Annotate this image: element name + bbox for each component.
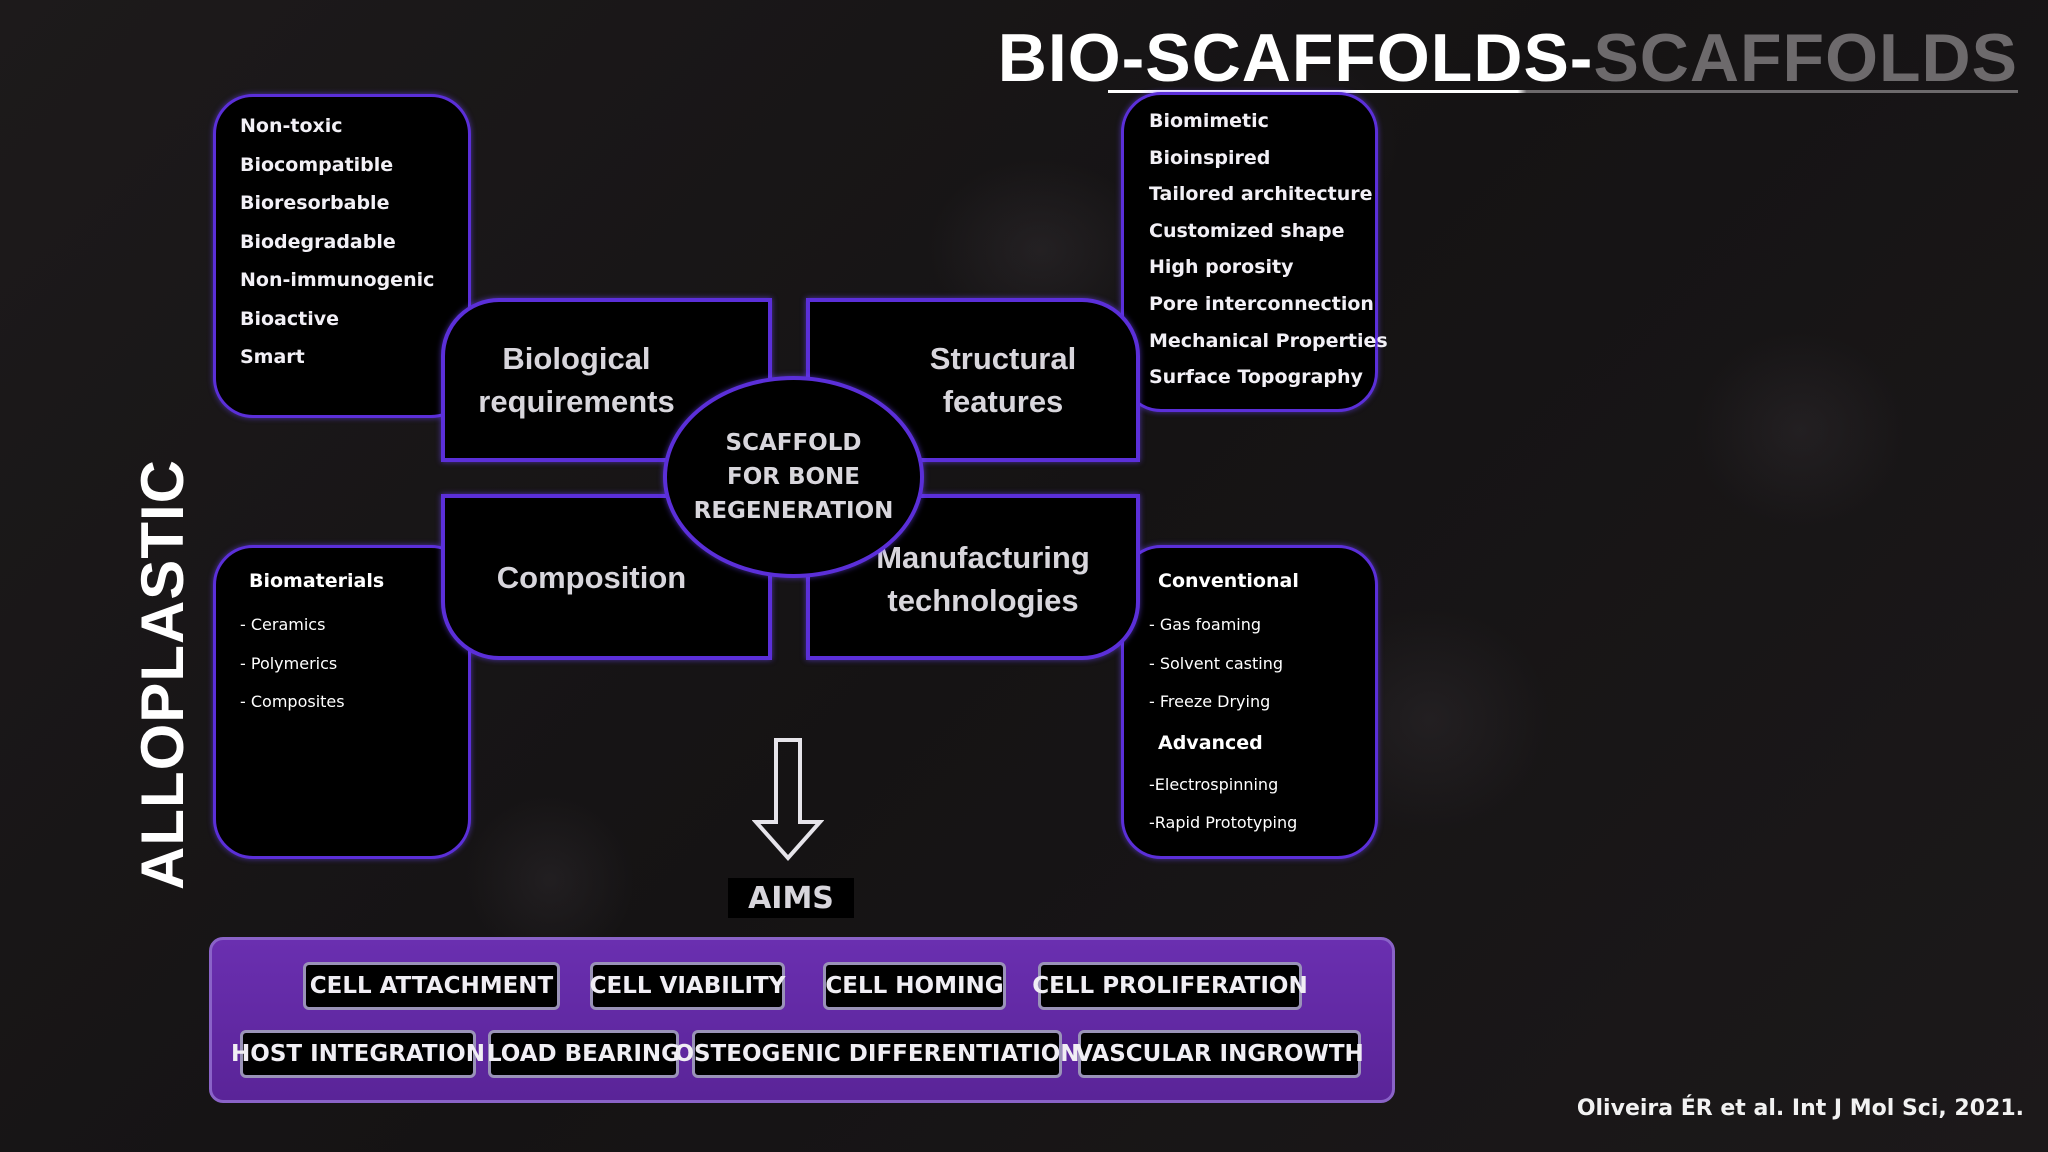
quadrant-label: Biological [502,341,651,376]
quadrant-label: requirements [478,384,675,419]
list-item: Bioresorbable [240,192,390,214]
list-item: - Polymerics [240,653,338,673]
list-item: Bioactive [240,307,339,330]
biological-list: Non-toxic Biocompatible Bioresorbable Bi… [240,107,434,377]
aim-osteogenic-differentiation: OSTEOGENIC DIFFERENTIATION [674,1030,1080,1078]
aim-cell-attachment: CELL ATTACHMENT [303,962,560,1010]
list-item: Smart [240,346,305,368]
structural-list: Biomimetic Bioinspired Tailored architec… [1149,103,1388,396]
list-item: -Electrospinning [1149,774,1279,794]
aims-label: AIMS [728,878,854,918]
aim-cell-proliferation: CELL PROLIFERATION [1032,962,1308,1010]
title-underline [1108,90,2018,93]
aim-load-bearing: LOAD BEARING [487,1030,680,1078]
list-item: Non-toxic [240,115,343,137]
manufacturing-list-box [1121,545,1378,859]
list-item: -Rapid Prototyping [1149,813,1298,832]
list-item: Biodegradable [240,230,396,253]
list-item: Surface Topography [1149,366,1363,389]
aim-vascular-ingrowth: VASCULAR INGROWTH [1075,1030,1364,1078]
composition-list: Biomaterials - Ceramics - Polymerics - C… [240,566,385,722]
list-item: Tailored architecture [1149,183,1373,206]
center-label: FOR BONE [726,464,861,490]
list-item: Pore interconnection [1149,292,1374,315]
structural-features-box: Structural features [806,298,1140,462]
composition-heading: Biomaterials [249,570,385,592]
side-label: ALLOPLASTIC [129,459,196,890]
structural-list-box [1121,92,1378,412]
list-item: Biocompatible [240,153,394,176]
quadrant-label: features [942,384,1064,419]
quadrant-label: Manufacturing [876,540,1090,575]
title-part-1: BIO-SCAFFOLDS- [997,20,1594,96]
title-part-2: SCAFFOLDS [1593,20,2018,96]
composition-list-box [213,545,471,859]
citation: Oliveira ÉR et al. Int J Mol Sci, 2021. [1576,1096,2024,1121]
aim-cell-homing: CELL HOMING [823,962,1006,1010]
aims-panel: CELL ATTACHMENT CELL VIABILITY CELL HOMI… [209,937,1395,1103]
aim-cell-viability: CELL VIABILITY [590,962,785,1010]
center-label: SCAFFOLD [725,430,862,456]
advanced-heading: Advanced [1158,731,1263,754]
list-item: High porosity [1149,256,1294,279]
center-ellipse: SCAFFOLD FOR BONE REGENERATION [663,376,924,578]
list-item: Non-immunogenic [240,269,435,291]
list-item: - Ceramics [240,615,326,634]
quadrant-label: technologies [887,583,1079,618]
list-item: Mechanical Properties [1149,329,1388,352]
center-label: REGENERATION [693,498,894,524]
manufacturing-list: Conventional - Gas foaming - Solvent cas… [1149,566,1299,843]
biological-requirements-box: Biological requirements [441,298,772,462]
list-item: - Solvent casting [1149,653,1284,673]
conventional-heading: Conventional [1158,570,1299,592]
list-item: - Gas foaming [1149,615,1262,634]
list-item: Biomimetic [1149,110,1269,132]
manufacturing-technologies-box: Manufacturing technologies [806,494,1140,660]
aim-host-integration: HOST INTEGRATION [231,1030,485,1078]
slide-title: BIO-SCAFFOLDS-SCAFFOLDS [998,18,2018,98]
quadrant-label: Structural [929,341,1077,376]
list-item: Customized shape [1149,219,1345,242]
list-item: - Freeze Drying [1149,692,1271,711]
list-item: - Composites [240,692,345,711]
quadrant-label: Composition [496,559,687,595]
biological-list-box [213,94,471,418]
list-item: Bioinspired [1149,146,1271,169]
down-arrow-icon [752,738,824,862]
